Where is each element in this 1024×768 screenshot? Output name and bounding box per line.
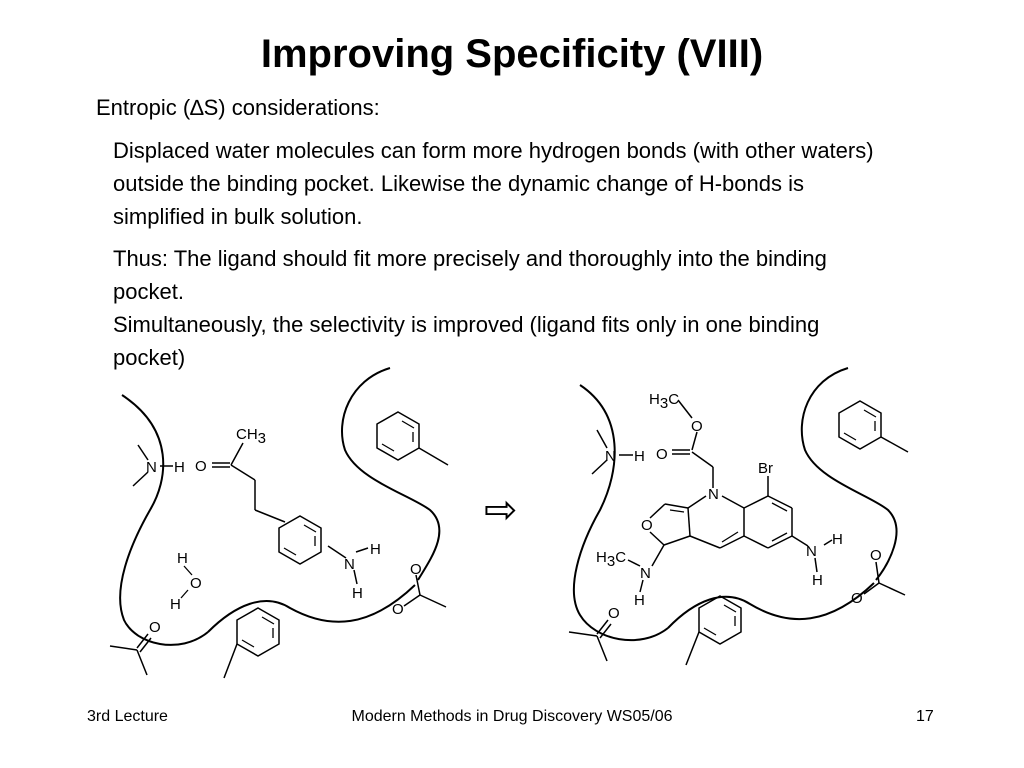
right-residue-n: N xyxy=(605,448,616,465)
left-residue-nh: N H xyxy=(132,444,185,487)
right-ligand-nmethyl: H3C xyxy=(596,549,626,570)
left-residue-h: H xyxy=(174,459,185,476)
water-molecule: H O H xyxy=(170,550,202,613)
footer-lecture: 3rd Lecture xyxy=(87,708,168,725)
transition-arrow-icon: ⇨ xyxy=(484,488,518,532)
right-pocket-boundary-bottom xyxy=(667,582,875,629)
paragraph-ligand-fit-line1: Thus: The ligand should fit more precise… xyxy=(113,246,827,304)
left-pocket-boundary-right xyxy=(341,367,441,581)
right-residue-carboxyl-o2: O xyxy=(851,590,863,607)
right-ligand-ester-o: O xyxy=(691,418,703,435)
right-ligand-carbonyl-o: O xyxy=(656,446,668,463)
right-ligand-amine-h2: H xyxy=(812,572,823,589)
left-ligand-amine-h1: H xyxy=(370,541,381,558)
right-ligand-inner-bonds xyxy=(669,502,788,543)
right-ligand-methyl: H3C xyxy=(649,391,679,412)
left-residue-phenyl-top xyxy=(376,411,420,461)
right-residue-h: H xyxy=(634,448,645,465)
left-ligand-phenyl-ring xyxy=(278,515,322,565)
water-o: O xyxy=(190,575,202,592)
left-residue-n: N xyxy=(146,459,157,476)
footer-course-title: Modern Methods in Drug Discovery WS05/06 xyxy=(351,708,673,725)
left-ligand-amine-h2: H xyxy=(352,585,363,602)
right-residue-carbonyl xyxy=(568,619,612,662)
left-residue-carboxyl-o1: O xyxy=(410,561,422,578)
right-binding-pocket: H3C O O N Br O N H H H3C N H N H O xyxy=(568,367,909,666)
right-residue-phenyl-top xyxy=(838,400,882,450)
right-pocket-boundary-left xyxy=(572,384,669,642)
right-residue-carbonyl-o: O xyxy=(608,605,620,622)
water-h-top: H xyxy=(177,550,188,567)
right-residue-carboxyl xyxy=(863,561,906,596)
footer-page-number: 17 xyxy=(916,708,934,725)
paragraph-water-displacement: Displaced water molecules can form more … xyxy=(113,138,874,229)
left-ligand-ch3-label: CH3 xyxy=(236,426,266,447)
right-ligand-amine-n: N xyxy=(806,543,817,560)
right-residue-nh: N H xyxy=(591,429,645,475)
left-ligand-amine-n: N xyxy=(344,556,355,573)
left-residue-carbonyl xyxy=(109,633,152,676)
left-ligand xyxy=(212,442,369,585)
right-ligand-ring-n: N xyxy=(708,486,719,503)
left-residue-carboxyl-o2: O xyxy=(392,601,404,618)
right-ligand xyxy=(627,399,833,593)
paragraph-ligand-fit-line2: Simultaneously, the selectivity is impro… xyxy=(113,312,820,370)
right-residue-carboxyl-o1: O xyxy=(870,547,882,564)
paragraph-ligand-fit: Thus: The ligand should fit more precise… xyxy=(113,242,883,374)
right-pocket-boundary-right xyxy=(800,367,898,581)
left-residue-carboxyl xyxy=(403,574,447,608)
left-ligand-carbonyl-o: O xyxy=(195,458,207,475)
left-residue-phenyl-bottom xyxy=(236,607,280,657)
left-residue-carbonyl-o: O xyxy=(149,619,161,636)
left-pocket-boundary-bottom xyxy=(207,584,416,633)
right-ligand-furan-o: O xyxy=(641,517,653,534)
right-ligand-nmethyl-h: H xyxy=(634,592,645,609)
right-ligand-br: Br xyxy=(758,460,773,477)
left-pocket-boundary-left xyxy=(119,394,209,646)
right-ligand-amine-h1: H xyxy=(832,531,843,548)
water-h-bottom: H xyxy=(170,596,181,613)
slide-subheading: Entropic (∆S) considerations: xyxy=(96,95,380,120)
left-binding-pocket: CH3 O N H H H O H N H O xyxy=(109,367,449,679)
right-residue-phenyl-bottom xyxy=(698,595,742,645)
right-ligand-nmethyl-n: N xyxy=(640,565,651,582)
slide-title: Improving Specificity (VIII) xyxy=(260,32,764,76)
